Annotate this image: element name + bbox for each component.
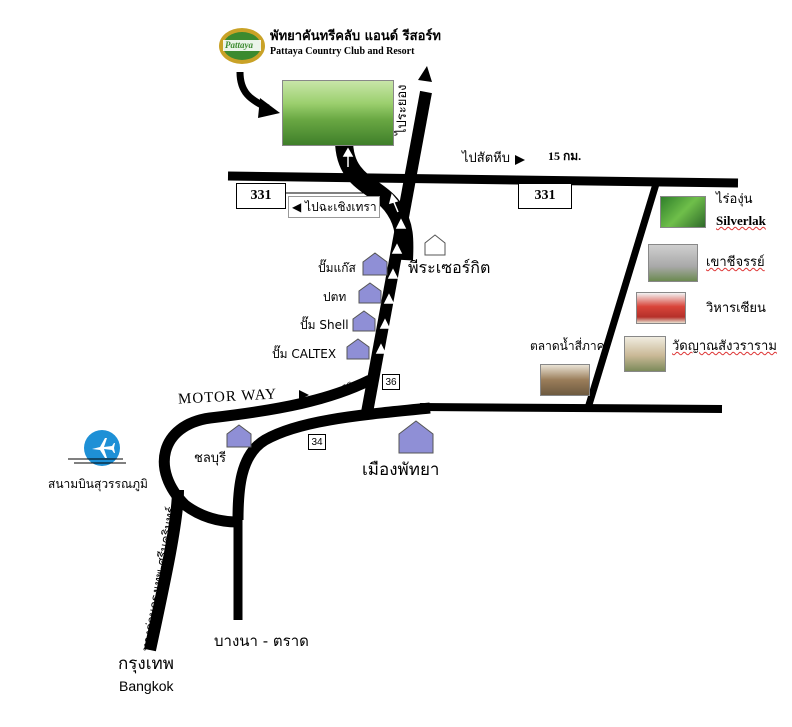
road-chonburi-link	[232, 402, 431, 521]
airport-icon	[84, 430, 120, 466]
airport-speed-lines	[68, 458, 126, 464]
route-331-right-sign: 331	[518, 183, 572, 209]
resort-logo: Pattaya	[218, 26, 266, 66]
chonburi-label: ชลบุรี	[194, 451, 227, 466]
to-chachoengsao-sign: ◀ ไปฉะเชิงเทรา	[288, 196, 380, 218]
road-expressway	[144, 489, 184, 652]
route-34-sign: 34	[308, 434, 326, 450]
gas-station-house-icon	[362, 252, 388, 276]
direction-arrows	[342, 147, 407, 354]
caltex-house-icon	[346, 338, 370, 360]
route-36-label: 36	[385, 376, 397, 388]
motorway-arrow-icon	[299, 390, 309, 400]
logo-text: Pattaya	[225, 40, 253, 50]
silverlake-label: Silverlak	[716, 213, 766, 228]
route-34-label: 34	[311, 436, 323, 448]
vineyard-label: ไร่องุ่น	[716, 192, 753, 207]
khao-chi-chan-photo	[648, 244, 698, 282]
road-resort-access	[335, 139, 414, 261]
wat-yan-label: วัดญาณสังวราราม	[672, 339, 777, 354]
distance-label: 15 กม.	[548, 149, 582, 163]
rayong-arrow-icon	[418, 66, 432, 82]
to-rayong-label: ไประยอง	[395, 84, 410, 135]
resort-name-thai: พัทยาคันทรีคลับ แอนด์ รีสอร์ท	[270, 29, 441, 44]
bangkok-english-label: Bangkok	[119, 678, 174, 694]
golf-course-photo	[282, 80, 394, 146]
route-36-sign: 36	[382, 374, 400, 390]
vineyard-photo	[660, 196, 706, 228]
road-city-east	[419, 403, 723, 413]
ptt-house-icon	[358, 282, 382, 304]
resort-name-english: Pattaya Country Club and Resort	[270, 46, 415, 57]
route-331-right-label: 331	[534, 188, 556, 203]
wat-yan-photo	[624, 336, 666, 372]
shell-house-icon	[352, 310, 376, 332]
phra-serkit-label: พีระเซอร์กิต	[408, 258, 491, 277]
route-331-left-sign: 331	[236, 183, 286, 209]
road-331	[227, 171, 739, 188]
route-331-left-label: 331	[250, 188, 272, 203]
viharn-sien-label: วิหารเซียน	[706, 301, 766, 316]
pointer-arrow-head-icon	[258, 98, 280, 118]
floating-market-photo	[540, 364, 590, 396]
to-chachoengsao-label: ◀ ไปฉะเชิงเทรา	[292, 200, 377, 214]
to-sattahip-label: ไปสัตหีบ	[462, 151, 510, 166]
road-right-diagonal	[584, 182, 660, 410]
pattaya-city-house-icon	[398, 420, 434, 454]
road-motorway-loop	[158, 375, 373, 528]
bangkok-thai-label: กรุงเทพ	[118, 654, 174, 674]
floating-market-label: ตลาดน้ำสี่ภาค	[530, 339, 605, 353]
phra-serkit-house-icon	[424, 234, 446, 256]
airport-label: สนามบินสุวรรณภูมิ	[48, 477, 148, 491]
caltex-label: ปั๊ม CALTEX	[272, 347, 337, 361]
khao-chi-chan-label: เขาชีจรรย์	[706, 255, 765, 270]
gas-station-label: ปั๊มแก๊ส	[318, 261, 356, 275]
bangna-trat-label: บางนา - ตราด	[214, 632, 309, 650]
chonburi-house-icon	[226, 424, 252, 448]
pattaya-city-label: เมืองพัทยา	[362, 460, 440, 480]
sattahip-arrow-icon	[515, 155, 525, 165]
shell-label: ปั๊ม Shell	[300, 318, 349, 332]
ptt-label: ปตท	[323, 290, 347, 304]
viharn-sien-photo	[636, 292, 686, 324]
